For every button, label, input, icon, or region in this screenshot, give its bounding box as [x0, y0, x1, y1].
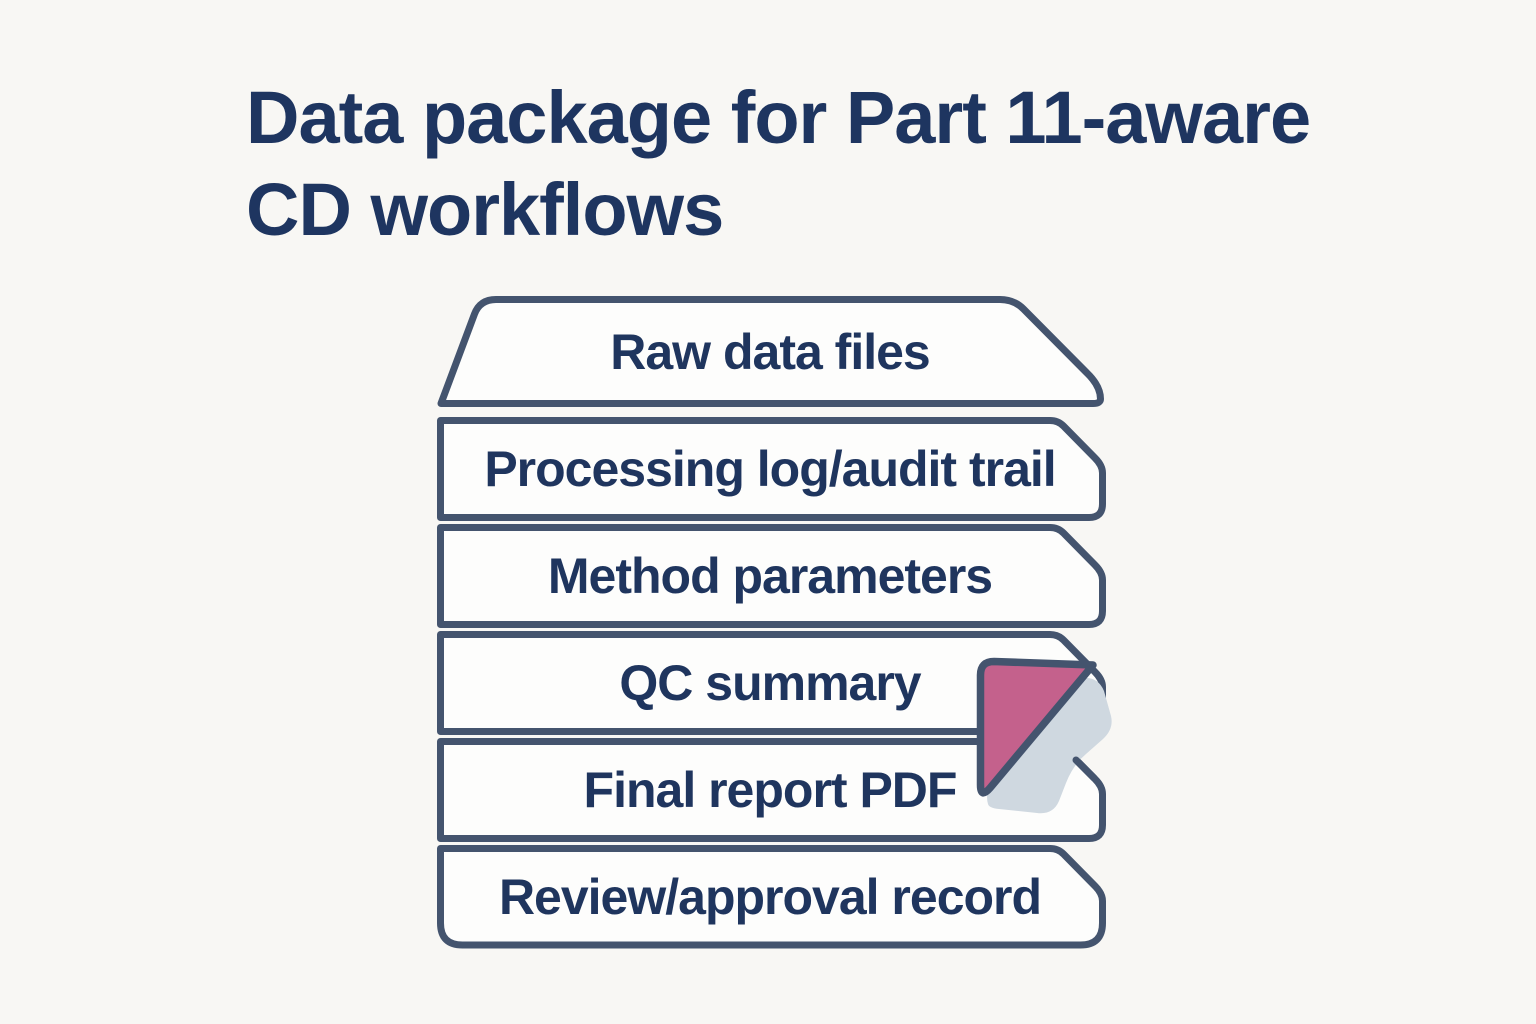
layer-label-processing-log: Processing log/audit trail — [484, 440, 1056, 497]
layer-label-method-parameters: Method parameters — [547, 547, 993, 604]
layer-label-qc-summary: QC summary — [619, 654, 921, 711]
page-title-line-2: CD workflows — [246, 167, 724, 251]
page-fold-underside-shape — [987, 677, 1112, 814]
layer-label-raw-data-files: Raw data files — [610, 323, 930, 380]
layer-shape-processing-log — [437, 417, 1106, 521]
layer-label-final-report-pdf: Final report PDF — [583, 761, 958, 818]
layer-shape-raw-data-files — [437, 296, 1104, 407]
page-title-line-1: Data package for Part 11-aware — [246, 76, 1311, 159]
layer-shape-review-approval-record — [437, 845, 1106, 949]
page-fold-corner-icon — [976, 657, 1097, 797]
layer-label-review-approval-record: Review/approval record — [498, 868, 1042, 925]
layer-shape-method-parameters — [437, 524, 1106, 628]
layer-edge-peek-line — [1072, 756, 1098, 782]
page-title: Data package for Part 11-aware CD workfl… — [246, 72, 1446, 256]
